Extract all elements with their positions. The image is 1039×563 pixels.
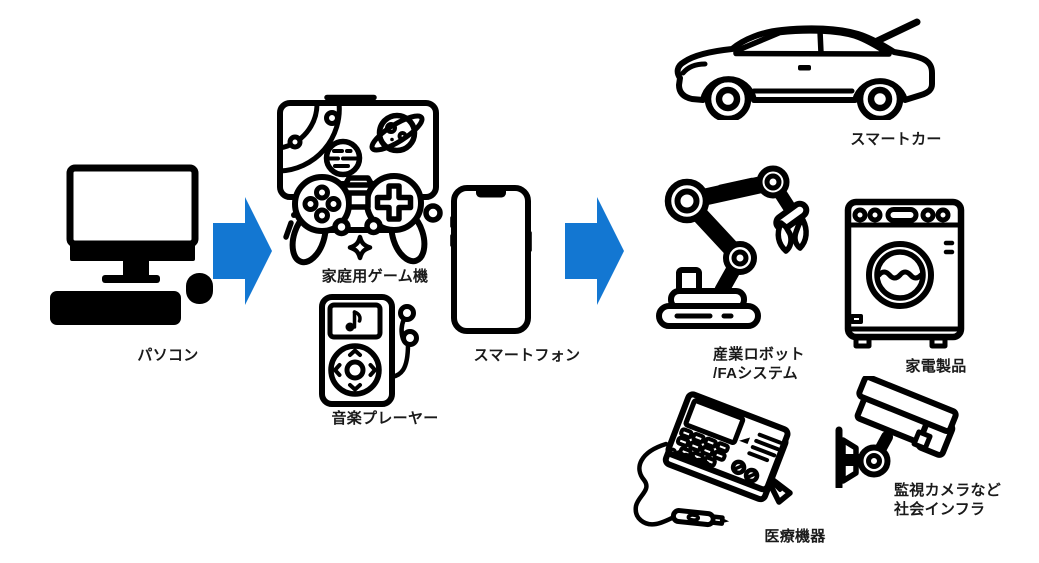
industrial-robot-label-line2: /FAシステム [713,365,798,382]
smart-car-label: スマートカー [850,131,942,148]
game-console-icon [277,94,443,266]
flow-arrow-icon [565,197,624,305]
infrastructure-label-line1: 監視カメラなど [894,482,1002,499]
medical-device-label: 医療機器 [764,528,826,545]
desktop-pc-icon [50,164,213,325]
washing-machine-icon [844,198,965,349]
infrastructure-label: 監視カメラなど 社会インフラ [894,481,1001,519]
home-appliance-label: 家電製品 [905,358,967,375]
music-player-icon [319,294,419,407]
music-player-label: 音楽プレーヤー [331,410,439,427]
smartphone-label: スマートフォン [473,347,581,364]
industrial-robot-label-line1: 産業ロボット [713,346,805,363]
medical-device-icon [633,391,793,528]
smartphone-icon [450,185,532,334]
pc-label: パソコン [137,347,199,364]
smart-car-icon [674,18,935,120]
game-console-label: 家庭用ゲーム機 [321,268,429,285]
flow-arrow-icon [213,197,272,305]
industrial-robot-label: 産業ロボット /FAシステム [713,345,805,383]
industrial-robot-icon [656,165,810,329]
cctv-camera-icon [835,376,959,488]
infrastructure-label-line2: 社会インフラ [894,501,986,518]
